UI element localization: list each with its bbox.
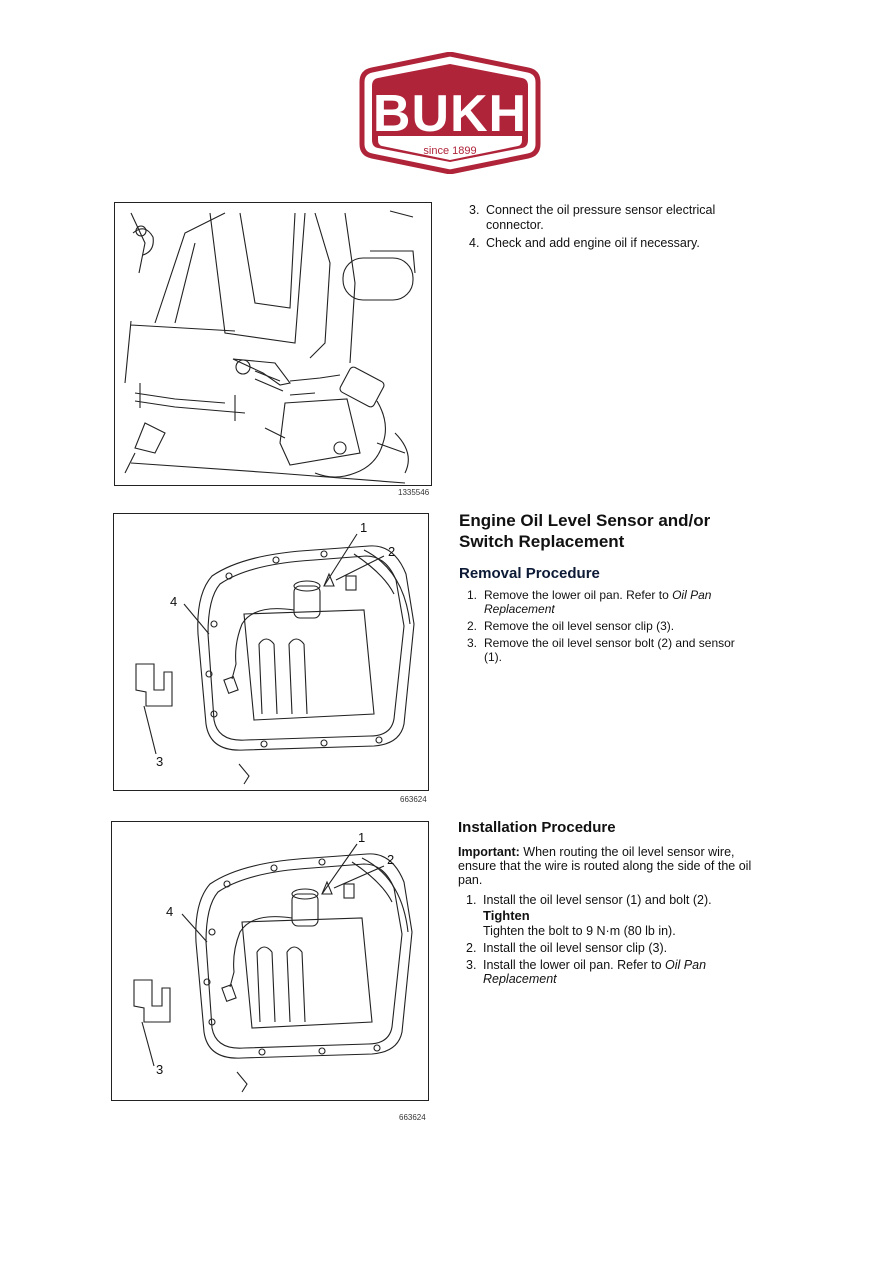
oil-pressure-steps: 3. Connect the oil pressure sensor elect…	[469, 203, 759, 254]
list-item: 1. Install the oil level sensor (1) and …	[466, 893, 736, 938]
figure-oil-pressure-sensor	[114, 202, 432, 486]
logo-brand: BUKH	[373, 85, 527, 143]
callout-1: 1	[360, 520, 367, 535]
figure-number-3: 663624	[399, 1113, 426, 1122]
list-item: 3. Install the lower oil pan. Refer to O…	[466, 958, 707, 986]
figure-number-2: 663624	[400, 795, 427, 804]
installation-procedure-heading: Installation Procedure	[458, 819, 616, 836]
tighten-heading: Tighten	[483, 908, 530, 923]
list-item: 3. Remove the oil level sensor bolt (2) …	[467, 636, 735, 664]
list-item: 2. Remove the oil level sensor clip (3).	[467, 619, 675, 633]
list-item: 2. Install the oil level sensor clip (3)…	[466, 941, 668, 955]
list-item: 3. Connect the oil pressure sensor elect…	[469, 203, 716, 232]
callout-1: 1	[358, 830, 365, 845]
figure-number-1: 1335546	[398, 488, 430, 497]
callout-2: 2	[387, 852, 394, 867]
section-title: Engine Oil Level Sensor and/or Switch Re…	[459, 511, 711, 551]
logo-tagline: since 1899	[423, 145, 476, 157]
figure-oil-level-sensor-installation: 1 2 3 4	[111, 821, 429, 1101]
important-note: Important: When routing the oil level se…	[458, 845, 752, 887]
callout-3: 3	[156, 1062, 163, 1077]
installation-section: Installation Procedure Important: When r…	[458, 819, 758, 989]
callout-4: 4	[166, 904, 173, 919]
tighten-spec: Tighten the bolt to 9 N·m (80 lb in).	[483, 924, 676, 938]
callout-2: 2	[388, 544, 395, 559]
callout-4: 4	[170, 594, 177, 609]
removal-procedure-heading: Removal Procedure	[459, 565, 600, 582]
list-item: 1. Remove the lower oil pan. Refer to Oi…	[467, 588, 712, 616]
removal-section: Engine Oil Level Sensor and/or Switch Re…	[459, 510, 759, 667]
figure-oil-level-sensor-removal: 1 2 3 4	[113, 513, 429, 791]
callout-3: 3	[156, 754, 163, 769]
bukh-logo: BUKH since 1899	[358, 51, 542, 175]
list-item: 4. Check and add engine oil if necessary…	[469, 236, 700, 250]
